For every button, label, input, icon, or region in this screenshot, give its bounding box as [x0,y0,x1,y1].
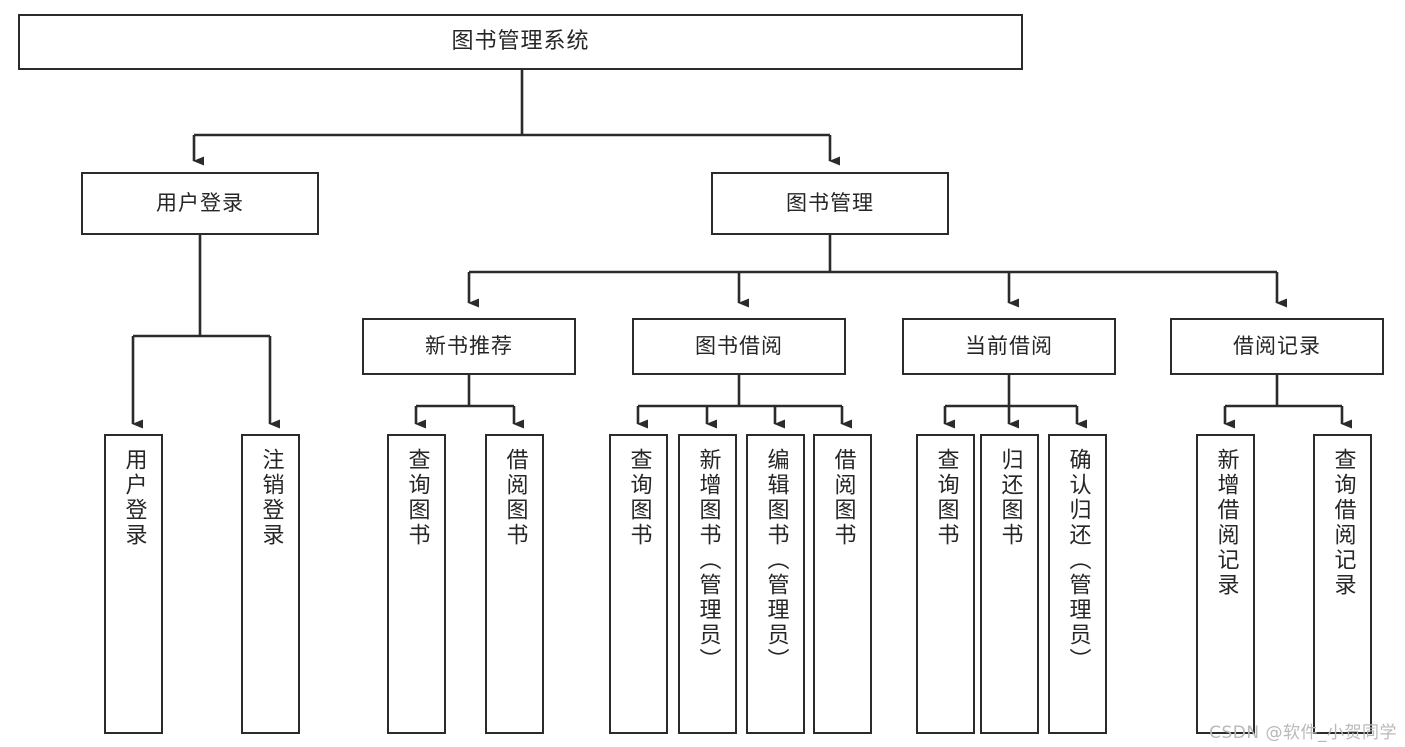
node-label: 新书推荐 [425,334,513,358]
leaf-label: 查询图书 [626,448,652,548]
leaf-current-borrow-return-book[interactable]: 归还图书 [980,434,1039,734]
node-label: 当前借阅 [965,334,1053,358]
leaf-book-borrow-edit-book-admin[interactable]: 编辑图书（管理员） [746,434,805,734]
node-label: 借阅记录 [1233,334,1321,358]
leaf-current-borrow-query-book[interactable]: 查询图书 [916,434,975,734]
csdn-watermark: CSDN @软件_小贺同学 [1209,723,1397,743]
leaf-book-borrow-borrow-book[interactable]: 借阅图书 [813,434,872,734]
node-label: 图书借阅 [695,334,783,358]
leaf-label: 新增借阅记录 [1213,448,1239,598]
leaf-label: 编辑图书（管理员） [763,448,789,673]
leaf-label: 归还图书 [997,448,1023,548]
node-new-book-recommend[interactable]: 新书推荐 [362,318,576,375]
leaf-user-login-login[interactable]: 用户登录 [104,434,163,734]
node-current-borrow[interactable]: 当前借阅 [902,318,1116,375]
leaf-label: 查询图书 [404,448,430,548]
node-borrow-record[interactable]: 借阅记录 [1170,318,1384,375]
leaf-book-borrow-query-book[interactable]: 查询图书 [609,434,668,734]
node-label: 用户登录 [156,191,244,215]
leaf-label: 确认归还（管理员） [1065,448,1091,673]
node-root-book-management-system[interactable]: 图书管理系统 [18,14,1023,70]
leaf-label: 查询图书 [933,448,959,548]
leaf-label: 借阅图书 [830,448,856,548]
leaf-user-login-logout[interactable]: 注销登录 [241,434,300,734]
leaf-label: 用户登录 [121,448,147,548]
leaf-new-book-borrow-book[interactable]: 借阅图书 [485,434,544,734]
leaf-label: 新增图书（管理员） [695,448,721,673]
leaf-label: 查询借阅记录 [1330,448,1356,598]
leaf-label: 注销登录 [258,448,284,548]
node-label: 图书管理系统 [451,29,590,54]
leaf-book-borrow-add-book-admin[interactable]: 新增图书（管理员） [678,434,737,734]
leaf-borrow-record-query-record[interactable]: 查询借阅记录 [1313,434,1372,734]
node-label: 图书管理 [786,191,874,215]
leaf-new-book-query-book[interactable]: 查询图书 [387,434,446,734]
node-user-login[interactable]: 用户登录 [81,172,319,235]
leaf-borrow-record-add-record[interactable]: 新增借阅记录 [1196,434,1255,734]
leaf-label: 借阅图书 [502,448,528,548]
leaf-current-borrow-confirm-return-admin[interactable]: 确认归还（管理员） [1048,434,1107,734]
node-book-borrow[interactable]: 图书借阅 [632,318,846,375]
node-book-management[interactable]: 图书管理 [711,172,949,235]
